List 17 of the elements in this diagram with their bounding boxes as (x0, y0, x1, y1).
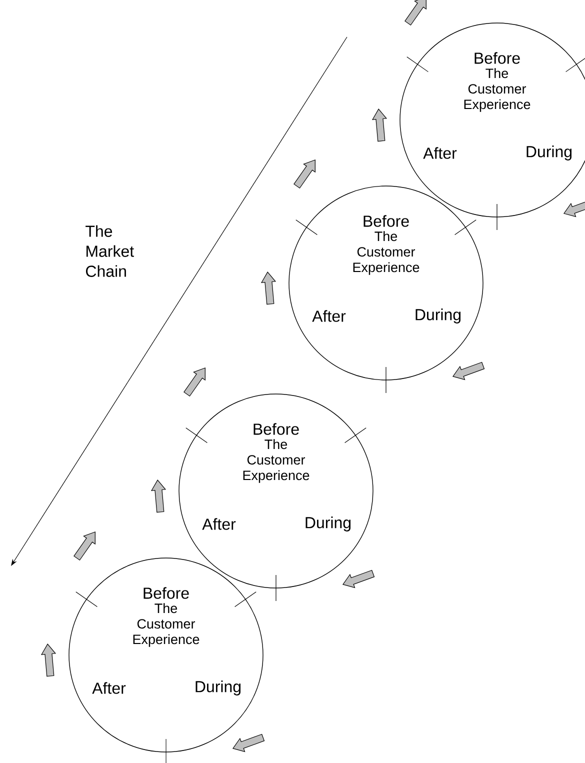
phase-label: After (423, 147, 457, 159)
phase-label: During (196, 680, 241, 696)
axis-label: The Market Chain (86, 225, 134, 277)
phase-label: Before (144, 587, 189, 599)
center-label: The Customer Experience (353, 231, 420, 275)
center-label: The Customer Experience (243, 439, 310, 483)
phase-label: During (526, 146, 572, 160)
phase-label: During (306, 516, 351, 532)
center-label: The Customer Experience (133, 603, 200, 647)
phase-label: Before (254, 423, 299, 435)
phase-label: After (202, 518, 236, 530)
center-label: The Customer Experience (464, 68, 530, 112)
phase-label: After (312, 310, 346, 322)
phase-label: During (416, 308, 461, 324)
phase-label: Before (474, 52, 520, 64)
phase-label: Before (364, 215, 409, 227)
phase-label: After (92, 682, 126, 694)
